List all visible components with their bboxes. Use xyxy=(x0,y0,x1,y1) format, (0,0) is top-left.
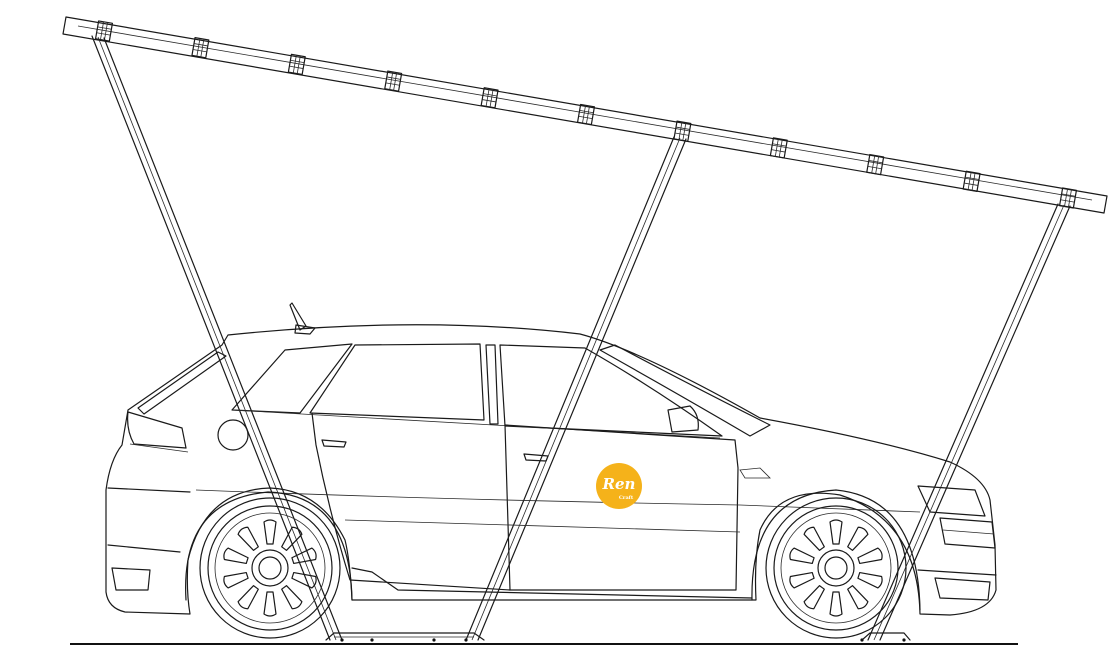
car-body xyxy=(105,324,997,616)
clamp xyxy=(576,103,596,126)
tail-light xyxy=(127,411,187,449)
logo-sub-text: Craft xyxy=(619,495,634,501)
clamp xyxy=(480,87,499,109)
support-post-right xyxy=(867,203,1071,641)
headlight xyxy=(917,485,986,517)
base-plates xyxy=(325,632,911,642)
rear-wheel xyxy=(199,497,341,639)
door-front xyxy=(504,424,739,591)
fuel-cap xyxy=(217,419,249,451)
grille xyxy=(939,517,996,549)
door-handle-front xyxy=(523,453,549,462)
side-window-front-door-rear xyxy=(309,343,485,421)
clamp xyxy=(287,53,306,76)
clamp xyxy=(866,153,885,176)
clamp xyxy=(191,37,210,59)
windshield xyxy=(599,344,771,437)
front-wheel xyxy=(765,497,907,639)
canopy-beam xyxy=(62,16,1108,214)
side-window-front xyxy=(499,344,723,437)
b-pillar xyxy=(485,344,499,425)
side-mirror xyxy=(667,405,699,433)
brand-logo: Ren Craft xyxy=(596,463,642,509)
antenna xyxy=(289,302,307,331)
side-window-rear xyxy=(231,343,353,414)
car: Ren Craft xyxy=(105,302,997,639)
rear-window xyxy=(137,351,227,415)
front-bumper xyxy=(917,569,997,576)
support-post-left xyxy=(91,35,343,641)
clamp xyxy=(94,20,114,42)
door-rear xyxy=(311,412,511,591)
beam-clamps xyxy=(94,20,1078,209)
door-handle-rear xyxy=(321,439,347,448)
support-post-middle xyxy=(465,136,687,641)
clamp xyxy=(673,120,692,142)
clamp xyxy=(384,70,403,92)
rear-bumper xyxy=(107,487,191,493)
side-sill xyxy=(351,567,753,599)
logo-main-text: Ren xyxy=(602,475,636,493)
clamp xyxy=(962,170,981,192)
clamp xyxy=(1058,187,1078,209)
clamp xyxy=(769,137,788,159)
